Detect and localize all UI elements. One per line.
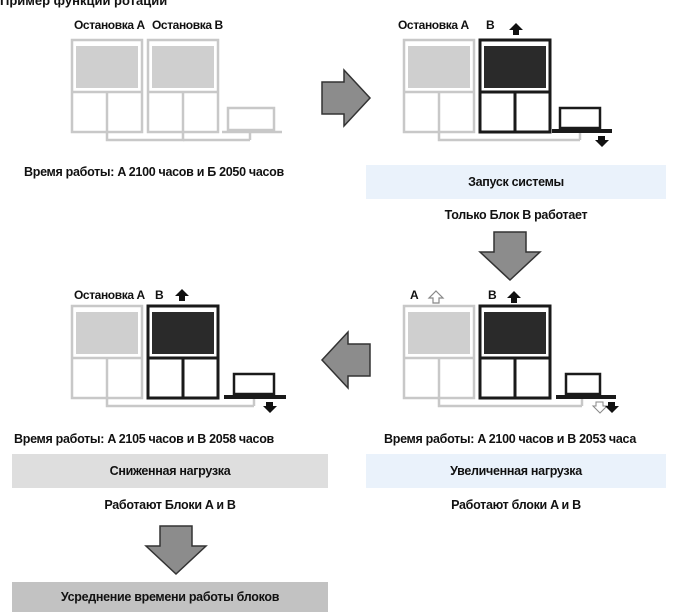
panel2-label-b: B — [486, 18, 495, 32]
panel3-label-b: B — [155, 288, 164, 302]
panel1-units-diagram — [70, 38, 282, 142]
panel4-pipes — [437, 398, 584, 408]
panel1-indoor-unit — [222, 106, 282, 134]
panel2-note: Только Блок В работает — [444, 208, 588, 222]
panel4-units-diagram — [402, 304, 619, 414]
panel2-down-arrow-icon — [595, 136, 609, 147]
final-box: Усреднение времени работы блоков — [12, 582, 328, 612]
final-down-arrow-icon — [144, 525, 208, 576]
panel2-label-a: Остановка A — [398, 18, 469, 32]
panel4-down-arrow-icon — [605, 402, 619, 413]
panel4-b-up-arrow-icon — [507, 291, 521, 303]
panel4-label-b: B — [488, 288, 497, 302]
panel2-box: Запуск системы — [366, 165, 666, 199]
panel1-label-a: Остановка A — [74, 18, 145, 32]
panel4-unit-b — [478, 304, 552, 400]
panel3-up-arrow-icon — [175, 289, 189, 301]
panel3-note: Работают Блоки A и B — [104, 498, 236, 512]
panel3-down-arrow-icon — [263, 402, 277, 413]
panel3-label-a: Остановка A — [74, 288, 145, 302]
panel2-units-diagram — [402, 38, 612, 147]
panel3-indoor-unit — [224, 372, 286, 399]
panel4-label-a: A — [410, 288, 419, 302]
panel2-up-arrow-icon — [509, 23, 523, 35]
panel4-caption: Время работы: A 2100 часов и B 2053 часа — [384, 432, 637, 446]
right-arrow-icon — [321, 68, 372, 128]
panel1-pipes — [105, 132, 252, 142]
down-arrow-icon — [478, 231, 542, 282]
panel1-caption: Время работы: A 2100 часов и Б 2050 часо… — [24, 165, 284, 179]
panel4-box: Увеличенная нагрузка — [366, 454, 666, 488]
panel4-note: Работают блоки A и B — [451, 498, 581, 512]
panel3-pipes — [105, 398, 256, 408]
panel3-caption: Время работы: A 2105 часов и B 2058 часо… — [14, 432, 274, 446]
panel4-down-outline-arrow-icon — [591, 401, 609, 414]
panel1-label-b: Остановка B — [152, 18, 223, 32]
panel3-units-diagram — [70, 304, 286, 413]
diagram-heading: Пример функции ротации — [0, 0, 168, 8]
panel4-a-up-arrow-icon — [427, 290, 445, 304]
panel1-unit-b-grille — [152, 46, 214, 88]
panel2-pipes — [437, 132, 582, 142]
panel1-unit-a-grille — [76, 46, 138, 88]
panel4-indoor-unit — [556, 372, 616, 399]
panel3-unit-b — [146, 304, 220, 400]
left-arrow-icon — [320, 330, 371, 390]
panel2-unit-b — [478, 38, 552, 134]
panel2-indoor-unit — [552, 106, 612, 133]
panel3-box: Сниженная нагрузка — [12, 454, 328, 488]
